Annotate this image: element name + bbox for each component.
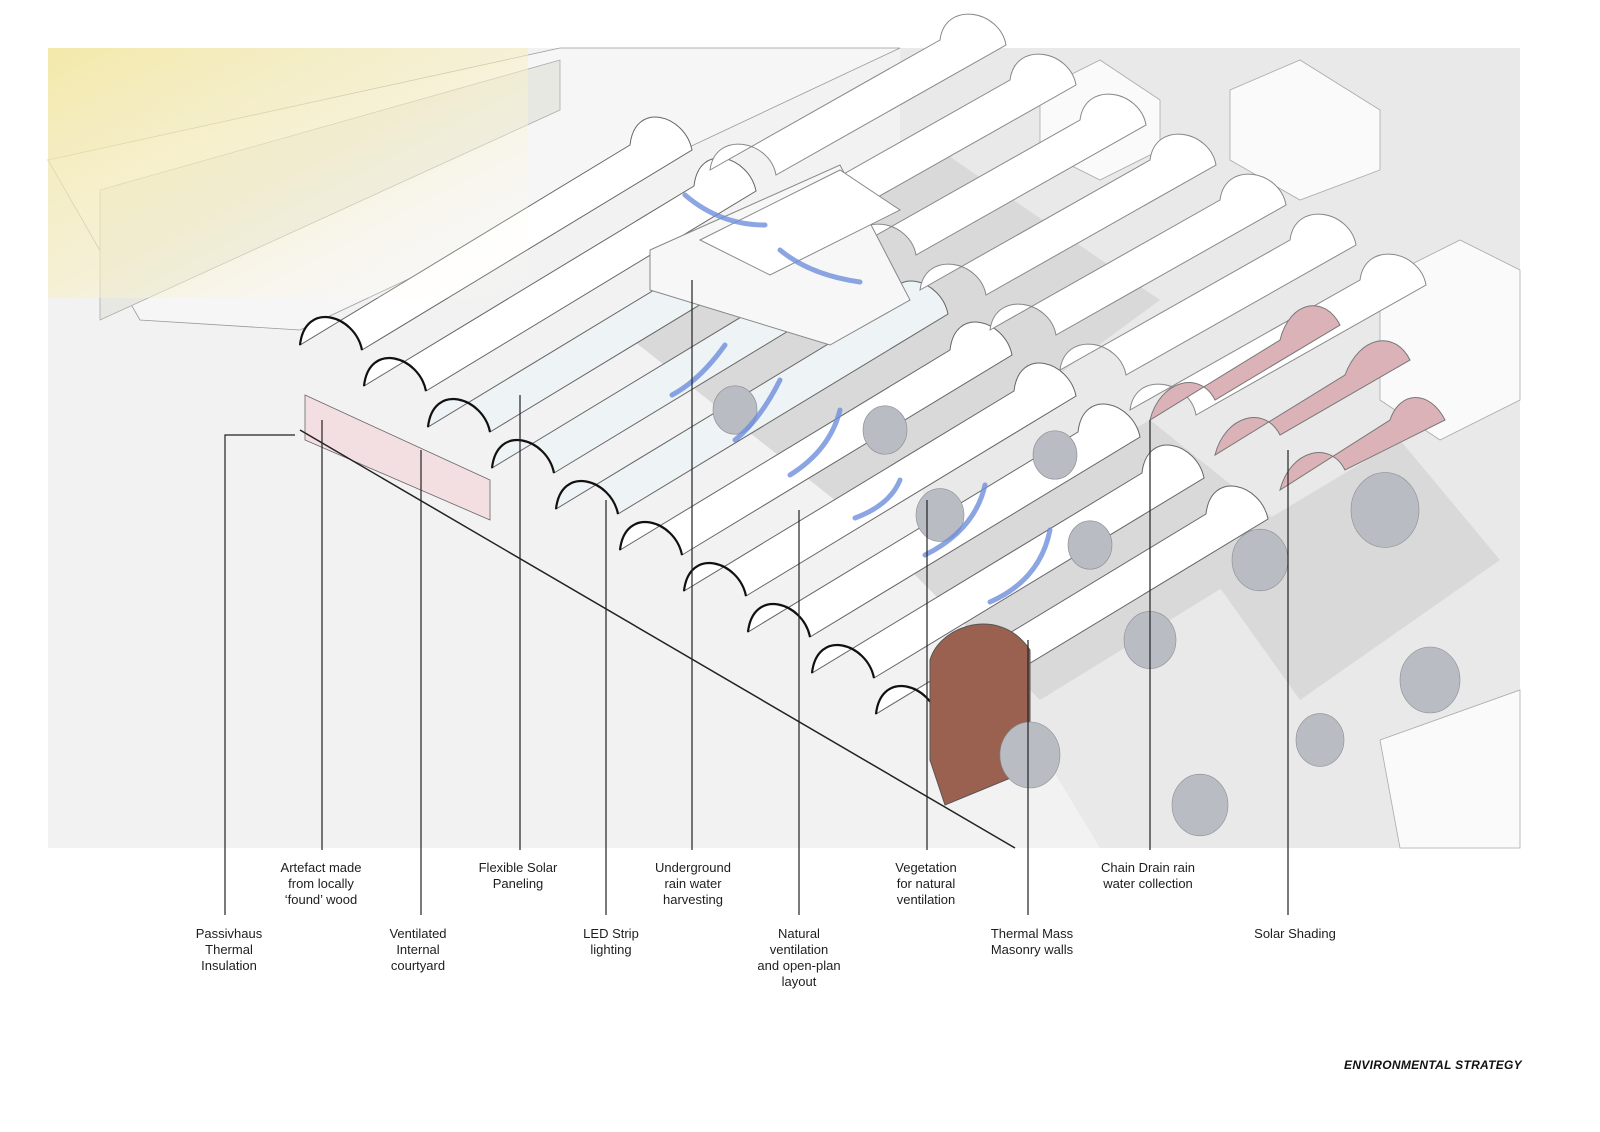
tree [915,488,965,542]
vault-section-arch [554,480,620,515]
tree [1231,528,1289,592]
callout-line: Thermal Mass [990,926,1074,941]
tree [1171,773,1229,837]
tree [1295,713,1345,767]
airflow-arrow [987,527,1053,605]
callout-line: ventilation [896,892,956,907]
callout-line: water collection [1103,876,1193,891]
vault-roof [1059,213,1357,376]
callout-line: Internal [396,942,440,957]
callout-line: Thermal [205,942,253,957]
airflow-arrow [787,407,843,478]
callout-line: Masonry walls [990,942,1074,957]
vault-section-arch [490,439,556,474]
diagram-title: ENVIRONMENTAL STRATEGY [1344,1058,1522,1072]
callout-line: Artefact made [280,860,362,875]
trees [712,385,1461,837]
airflow-arrow [777,247,863,285]
callout-line: from locally [288,876,354,891]
callout-line: Paneling [492,876,544,891]
leader-passivhaus [224,434,295,915]
vault-roof [1129,253,1427,416]
vault-section-arch [426,398,492,433]
vault-section-arch [298,316,364,351]
airflow-arrow [669,342,728,398]
vault-section-arch [362,357,428,392]
callout-line: layout [781,974,817,989]
tree [1032,430,1078,480]
tree [999,721,1061,789]
callout-line: Ventilated [389,926,447,941]
vault-roof [989,173,1287,336]
callout-line: rain water [664,876,722,891]
callout-line: harvesting [663,892,723,907]
callout-line: Flexible Solar [478,860,558,875]
callout-line: ‘found’ wood [284,892,358,907]
tree [1067,520,1113,570]
vault-roof [919,133,1217,296]
leader-lines [224,280,1289,915]
callout-line: courtyard [390,958,446,973]
callout-line: Passivhaus [195,926,263,941]
pink-solar-shading-vaults [1149,305,1446,492]
airflow-arrow [852,477,903,521]
callout-line: ventilation [769,942,829,957]
airflow-arrow [732,377,783,443]
courtyard-building [649,164,911,346]
section-cut-interior [304,394,491,521]
callout-line: LED Strip [583,926,639,941]
vault-section-arch [810,644,876,679]
airflow-arrow [682,192,768,228]
vault-roof [709,13,1007,176]
callout-line: lighting [590,942,632,957]
vault-section-arch [682,562,748,597]
callout-line: Underground [655,860,731,875]
sunlight-glow [48,48,528,298]
tree [1399,646,1461,714]
tree [862,405,908,455]
callout-line: Insulation [201,958,257,973]
callout-solar-shading: Solar Shading [1215,926,1375,942]
callout-line: Solar Shading [1254,926,1336,941]
callout-line: for natural [896,876,956,891]
callout-line: Vegetation [895,860,957,875]
callout-line: Natural [778,926,820,941]
section-base-line [299,429,1016,849]
vault-section-arch [618,521,684,556]
callout-line: and open-plan [757,958,841,973]
tree [712,385,758,435]
callout-line: Chain Drain rain [1101,860,1195,875]
vault-section-arch [746,603,812,638]
ventilation-arrows [669,192,1053,605]
airflow-arrow [922,482,988,558]
tree [1350,472,1420,548]
